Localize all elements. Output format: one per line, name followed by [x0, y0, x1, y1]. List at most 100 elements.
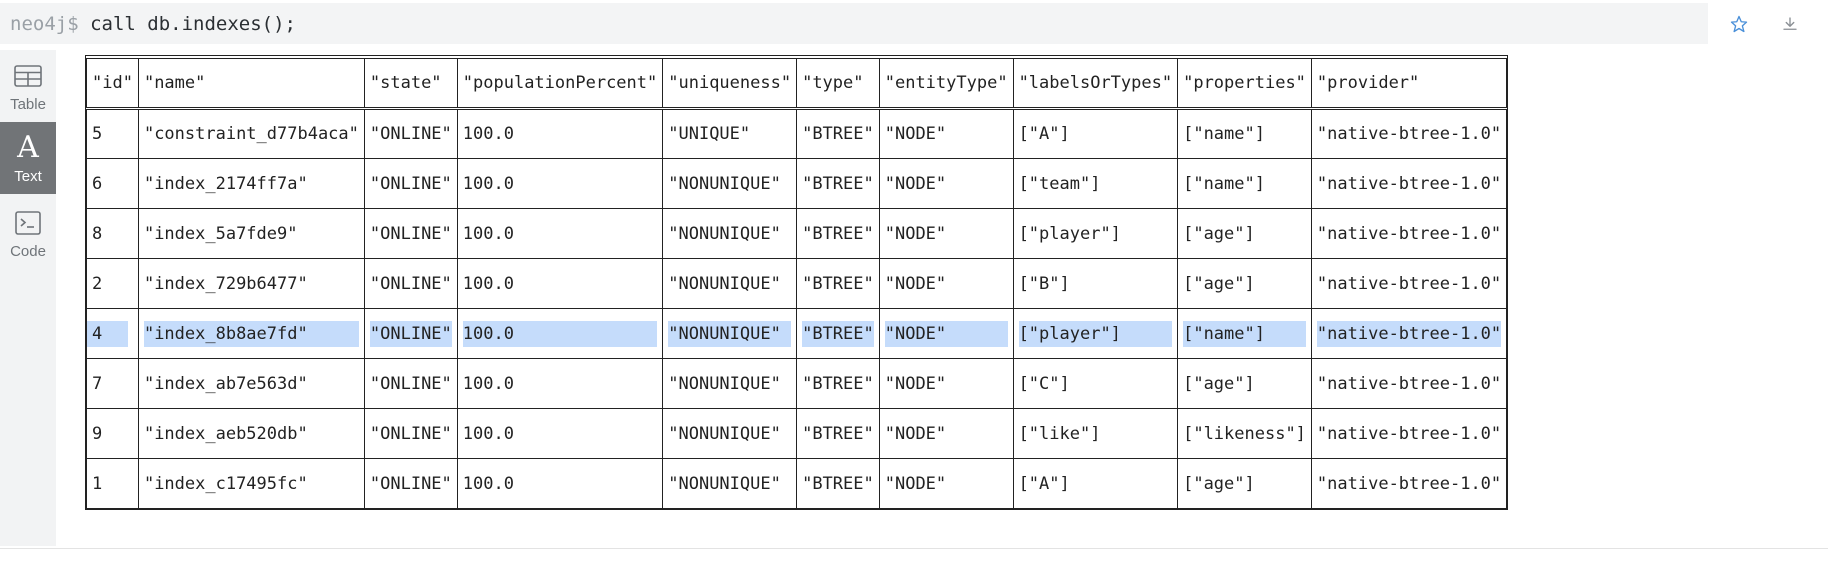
- cell-provider: "native-btree-1.0": [1310, 258, 1508, 309]
- cell-type: "BTREE": [796, 308, 880, 359]
- cell-population-percent: 100.0: [456, 108, 664, 159]
- cell-text: "constraint_d77b4aca": [143, 124, 359, 144]
- cell-name: "index_8b8ae7fd": [137, 308, 365, 359]
- table-row[interactable]: 8"index_5a7fde9""ONLINE"100.0"NONUNIQUE"…: [86, 208, 1508, 259]
- cell-text: ["age"]: [1183, 373, 1255, 394]
- cell-provider: "native-btree-1.0": [1310, 108, 1508, 159]
- download-icon[interactable]: [1776, 10, 1804, 38]
- cell-text: "native-btree-1.0": [1316, 473, 1502, 494]
- cell-uniqueness: "UNIQUE": [662, 108, 798, 159]
- cell-text: 100.0: [462, 223, 514, 244]
- cell-properties: ["name"]: [1177, 308, 1312, 359]
- cell-text: "index_8b8ae7fd": [143, 320, 359, 347]
- cell-text: "native-btree-1.0": [1316, 273, 1502, 294]
- cell-id: 4: [86, 308, 139, 359]
- cell-name: "index_2174ff7a": [137, 158, 365, 209]
- table-row[interactable]: 2"index_729b6477""ONLINE"100.0"NONUNIQUE…: [86, 258, 1508, 309]
- cell-text: 1: [92, 473, 103, 494]
- cell-text: "ONLINE": [369, 320, 452, 347]
- cell-state: "ONLINE": [363, 408, 458, 459]
- cell-text: 6: [92, 173, 103, 194]
- cell-text: ["B"]: [1018, 273, 1070, 294]
- cell-text: "NONUNIQUE": [668, 273, 781, 294]
- table-row[interactable]: 5"constraint_d77b4aca""ONLINE"100.0"UNIQ…: [86, 108, 1508, 159]
- cell-state: "ONLINE": [363, 208, 458, 259]
- cell-id: 5: [86, 108, 139, 159]
- table-row[interactable]: 9"index_aeb520db""ONLINE"100.0"NONUNIQUE…: [86, 408, 1508, 459]
- cell-type: "BTREE": [796, 208, 880, 259]
- cell-text: ["likeness"]: [1183, 423, 1306, 444]
- cell-state: "ONLINE": [363, 258, 458, 309]
- cell-type: "BTREE": [796, 408, 880, 459]
- cell-provider: "native-btree-1.0": [1310, 458, 1508, 509]
- cell-properties: ["name"]: [1177, 108, 1312, 159]
- cell-name: "index_ab7e563d": [137, 358, 365, 409]
- cell-text: ["name"]: [1183, 320, 1306, 347]
- cell-text: 100.0: [462, 124, 514, 144]
- cell-text: ["name"]: [1183, 173, 1265, 194]
- cell-text: ["A"]: [1018, 124, 1070, 144]
- table-row[interactable]: 7"index_ab7e563d""ONLINE"100.0"NONUNIQUE…: [86, 358, 1508, 409]
- cell-text: "ONLINE": [369, 373, 452, 394]
- cell-text: "NONUNIQUE": [668, 173, 781, 194]
- cell-name: "index_5a7fde9": [137, 208, 365, 259]
- cell-text: "native-btree-1.0": [1316, 223, 1502, 244]
- code-icon: [15, 207, 41, 239]
- cell-text: "BTREE": [802, 173, 874, 194]
- column-header-type: "type": [796, 58, 880, 110]
- cell-labels-or-types: ["player"]: [1012, 208, 1179, 259]
- cell-text: "index_c17495fc": [143, 473, 308, 494]
- table-row[interactable]: 6"index_2174ff7a""ONLINE"100.0"NONUNIQUE…: [86, 158, 1508, 209]
- cell-type: "BTREE": [796, 108, 880, 159]
- command-prompt: neo4j$: [10, 12, 79, 35]
- sidebar-item-table[interactable]: Table: [0, 50, 56, 122]
- cell-text: 100.0: [462, 320, 658, 347]
- cell-text: 100.0: [462, 173, 514, 194]
- cell-uniqueness: "NONUNIQUE": [662, 308, 798, 359]
- results-table-frame: "id" "name" "state" "populationPercent" …: [85, 55, 1509, 510]
- sidebar-item-text[interactable]: A Text: [0, 122, 56, 194]
- column-header-provider: "provider": [1310, 58, 1508, 110]
- result-view-sidebar: Table A Text Code: [0, 50, 56, 546]
- cell-type: "BTREE": [796, 258, 880, 309]
- cell-uniqueness: "NONUNIQUE": [662, 158, 798, 209]
- cell-id: 9: [86, 408, 139, 459]
- cell-text: 7: [92, 373, 103, 394]
- cell-text: "NODE": [884, 124, 947, 144]
- cell-text: "ONLINE": [369, 273, 452, 294]
- cell-text: "index_729b6477": [143, 273, 308, 294]
- cell-provider: "native-btree-1.0": [1310, 308, 1508, 359]
- cell-text: "NODE": [884, 473, 947, 494]
- cell-text: 100.0: [462, 373, 514, 394]
- table-header-row: "id" "name" "state" "populationPercent" …: [86, 58, 1508, 110]
- cell-text: "ONLINE": [369, 223, 452, 244]
- cell-type: "BTREE": [796, 458, 880, 509]
- cell-name: "index_729b6477": [137, 258, 365, 309]
- cell-state: "ONLINE": [363, 458, 458, 509]
- table-row[interactable]: 4"index_8b8ae7fd" "ONLINE" 100.0"NONUNIQUE…: [86, 308, 1508, 359]
- footer-bar: [0, 548, 1828, 569]
- table-row[interactable]: 1"index_c17495fc""ONLINE"100.0"NONUNIQUE…: [86, 458, 1508, 509]
- cell-text: "BTREE": [802, 223, 874, 244]
- cell-text: "BTREE": [802, 373, 874, 394]
- cell-text: "UNIQUE": [668, 124, 751, 144]
- sidebar-item-code[interactable]: Code: [0, 197, 56, 269]
- cell-id: 2: [86, 258, 139, 309]
- column-header-id: "id": [86, 58, 139, 110]
- cell-text: ["age"]: [1183, 273, 1255, 294]
- cell-population-percent: 100.0: [456, 158, 664, 209]
- cell-text: ["player"]: [1018, 320, 1173, 347]
- cell-provider: "native-btree-1.0": [1310, 408, 1508, 459]
- sidebar-item-label: Code: [10, 242, 46, 260]
- cell-text: "native-btree-1.0": [1316, 373, 1502, 394]
- cell-population-percent: 100.0: [456, 208, 664, 259]
- cell-properties: ["age"]: [1177, 458, 1312, 509]
- cell-entity-type: "NODE": [878, 308, 1014, 359]
- cell-id: 1: [86, 458, 139, 509]
- star-icon[interactable]: [1725, 10, 1753, 38]
- command-bar[interactable]: neo4j$ call db.indexes();: [0, 3, 1708, 44]
- cell-name: "constraint_d77b4aca": [137, 108, 365, 159]
- cell-text: "BTREE": [802, 273, 874, 294]
- cell-text: 100.0: [462, 423, 514, 444]
- cell-labels-or-types: ["team"]: [1012, 158, 1179, 209]
